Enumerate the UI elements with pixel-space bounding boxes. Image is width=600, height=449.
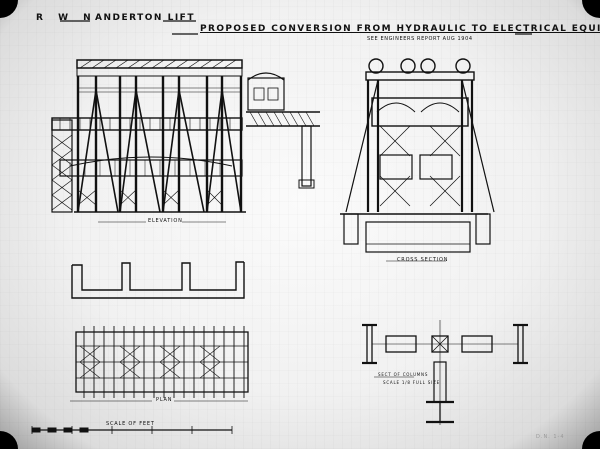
cross-section-label: Cross Section <box>397 257 449 263</box>
cross-section-view <box>340 58 495 262</box>
scale-bar <box>31 426 233 434</box>
elevation-view <box>51 59 320 223</box>
drawing-title: Proposed conversion from hydraulic to el… <box>200 24 600 34</box>
corner-mount-bottom-right <box>582 431 600 449</box>
scale-label: Scale of Feet <box>106 421 155 427</box>
drawing-number: D.N. 1-4 <box>536 434 565 440</box>
lift-name: Anderton Lift <box>95 13 195 23</box>
plan-label: Plan <box>156 397 173 403</box>
plan-view <box>70 326 249 402</box>
detail-note-1: Sect­ of columns <box>378 372 429 377</box>
column-section-detail <box>362 320 528 425</box>
plan-walls <box>71 261 245 299</box>
elevation-label: Elevation <box>148 218 183 224</box>
detail-note-2: Scale 1/8 full size <box>383 380 440 385</box>
drawing-subtitle: See Engineers Report Aug 1904 <box>367 36 473 42</box>
company-initials: R W N <box>36 13 97 23</box>
